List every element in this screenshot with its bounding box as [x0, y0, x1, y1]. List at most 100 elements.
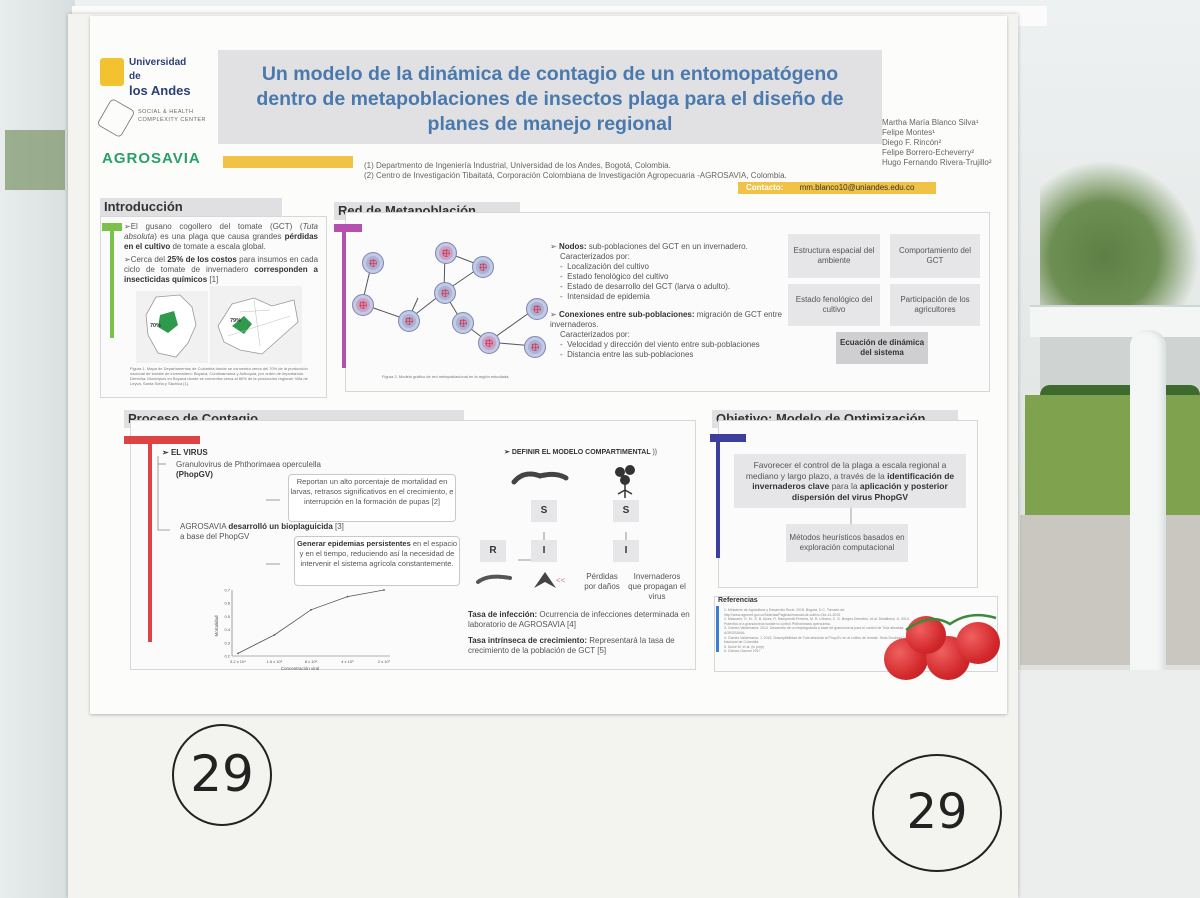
colombia-map: 70%: [136, 291, 208, 363]
affiliation: (2) Centro de Investigación Tibaitatá, C…: [364, 171, 787, 180]
define-model-label: ➢ DEFINIR EL MODELO COMPARTIMENTAL )): [504, 449, 658, 456]
background-railing: [1030, 305, 1200, 337]
objetivo-accent-cap: [710, 434, 746, 442]
colombia-map-svg: [145, 294, 197, 358]
network-node: [472, 256, 494, 278]
intro-text: ➢El gusano cogollero del tomate (GCT) (T…: [124, 222, 318, 285]
background-post: [1130, 330, 1166, 700]
tomato-plant-icon: [615, 465, 635, 498]
network-node: [362, 252, 384, 274]
network-node: [434, 282, 456, 304]
background-pavement: [1020, 515, 1200, 665]
compartment-S-greenhouse: S: [613, 500, 639, 522]
nodes-line: ➢ Nodos: sub-poblaciones del GCT en un i…: [550, 242, 748, 251]
equation-box: Ecuación de dinámica del sistema: [836, 332, 928, 364]
objetivo-connector: [850, 508, 852, 524]
plot-ytick-label: 0.6: [224, 601, 230, 606]
hexagon-icon: [96, 97, 136, 139]
map-percent-1: 70%: [150, 323, 162, 329]
moth-icon: [534, 572, 556, 588]
plot-xtick-label: 1.6 x 10⁵: [267, 659, 283, 664]
boyaca-map-svg: [217, 297, 299, 355]
plot-axes: [231, 590, 390, 657]
objetivo-accent-bar: [716, 440, 720, 558]
intro-paragraph-2: ➢Cerca del 25% de los costos para insumo…: [124, 255, 319, 284]
tomato-icon: [956, 622, 1000, 664]
plot-ytick-label: 0.7: [224, 588, 230, 593]
contact-bar: Contacto: mm.blanco10@uniandes.edu.co: [738, 182, 936, 194]
contact-email: mm.blanco10@uniandes.edu.co: [799, 183, 915, 192]
tasa-crecimiento: Tasa intrínseca de crecimiento: Represen…: [468, 636, 675, 655]
background-trees: [1040, 160, 1200, 320]
plot-xtick-label: 4 x 10⁶: [341, 659, 354, 664]
tomato-icon: [906, 616, 946, 654]
mortality-series-line: [237, 589, 385, 654]
factor-box: Estructura espacial del ambiente: [788, 234, 880, 278]
conn-item: - Distancia entre las sub-poblaciones: [560, 350, 694, 359]
referencias-list: 1. Ministerio de Agricultura y Desarroll…: [724, 608, 924, 654]
compartment-R: R: [480, 540, 506, 562]
network-accent-bar: [342, 230, 346, 368]
background-parking-lot: [1040, 330, 1200, 390]
network-node: [398, 310, 420, 332]
boyaca-map: 79%: [210, 286, 302, 364]
reference-item: 2. Mascarin, G. M., S. B. Alves, R. Ramp…: [724, 617, 910, 626]
uniandes-logo: Universidad de los Andes: [100, 56, 200, 98]
network-node: [526, 298, 548, 320]
accent-bar: [223, 156, 353, 168]
shcc-line2: COMPLEXITY CENTER: [138, 117, 206, 123]
nodes-characterized: Caracterizados por:: [560, 252, 630, 261]
intro-paragraph-1: ➢El gusano cogollero del tomate (GCT) (T…: [124, 222, 318, 251]
uniandes-shield-icon: [100, 58, 124, 86]
author: Martha María Blanco Silva¹: [882, 118, 979, 127]
network-node: [435, 242, 457, 264]
epidemics-box: Generar epidemias persistentes en el esp…: [294, 536, 460, 586]
reference-item: 1. Ministerio de Agricultura y Desarroll…: [724, 608, 846, 617]
objetivo-goal-box: Favorecer el control de la plaga a escal…: [734, 454, 966, 508]
network-node: [478, 332, 500, 354]
uniandes-line1: Universidad de: [129, 57, 187, 82]
invernaderos-label: Invernaderos que propagan el virus: [628, 572, 686, 601]
moth-arrows: <<: [556, 576, 566, 585]
tasa-infeccion: Tasa de infección: Ocurrencia de infecci…: [468, 610, 690, 629]
agrosavia-logo: AGROSAVIA: [102, 150, 201, 167]
factor-box: Estado fenológico del cultivo: [788, 284, 880, 326]
factor-box: Participación de los agricultores: [890, 284, 980, 326]
plot-ytick-label: 0.4: [224, 627, 230, 632]
author: Diego F. Rincón²: [882, 138, 942, 147]
conn-item: - Velocidad y dirección del viento entre…: [560, 340, 760, 349]
referencias-accent-bar: [716, 606, 719, 652]
author: Felipe Borrero-Echeverry²: [882, 148, 975, 157]
plot-xtick-label: 8 x 10⁵: [305, 659, 318, 664]
background-left-trees: [5, 130, 65, 190]
intro-figure-caption: Figura 1. Mapa de Departamentos de Colom…: [130, 366, 308, 386]
network-description: ➢ Nodos: sub-poblaciones del GCT en un i…: [550, 242, 790, 360]
network-node: [524, 336, 546, 358]
intro-accent-bar: [110, 226, 114, 338]
larva-icon: [511, 471, 569, 485]
poster-title: Un modelo de la dinámica de contagio de …: [256, 63, 844, 135]
background-grass: [1025, 395, 1200, 515]
affiliation: (1) Departmento de Ingeniería Industrial…: [364, 161, 671, 170]
network-node: [452, 312, 474, 334]
virus-effects-box: Reportan un alto porcentaje de mortalida…: [288, 474, 456, 522]
network-figure-caption: Figura 2. Modelo gráfico de red metapobl…: [382, 374, 510, 379]
plot-point: [310, 608, 312, 611]
poster: Universidad de los Andes SOCIAL & HEALTH…: [90, 16, 1007, 714]
plot-xtick-label: 2 x 10⁷: [378, 659, 391, 664]
conn-characterized: Caracterizados por:: [560, 330, 630, 339]
author: Hugo Fernando Rivera-Trujillo²: [882, 158, 992, 167]
plot-xtick-label: 3.2 x 10⁴: [230, 659, 246, 664]
compartment-I-greenhouse: I: [613, 540, 639, 562]
reference-item: 5. Dulce M. et al. (in prep): [724, 644, 765, 649]
authors-list: Martha María Blanco Silva¹ Felipe Montes…: [882, 118, 1012, 168]
plot-point: [383, 589, 385, 591]
board-number-right: 29: [872, 754, 1002, 872]
plot-ytick-label: 0.2: [224, 654, 230, 659]
plot-point: [237, 652, 239, 655]
compartment-S-larva: S: [531, 500, 557, 522]
reference-item: 3. Gómez-Valderrama. 2014. Desarrollo de…: [724, 626, 905, 635]
plot-point: [346, 595, 349, 598]
contagio-accent-bar: [148, 442, 152, 642]
